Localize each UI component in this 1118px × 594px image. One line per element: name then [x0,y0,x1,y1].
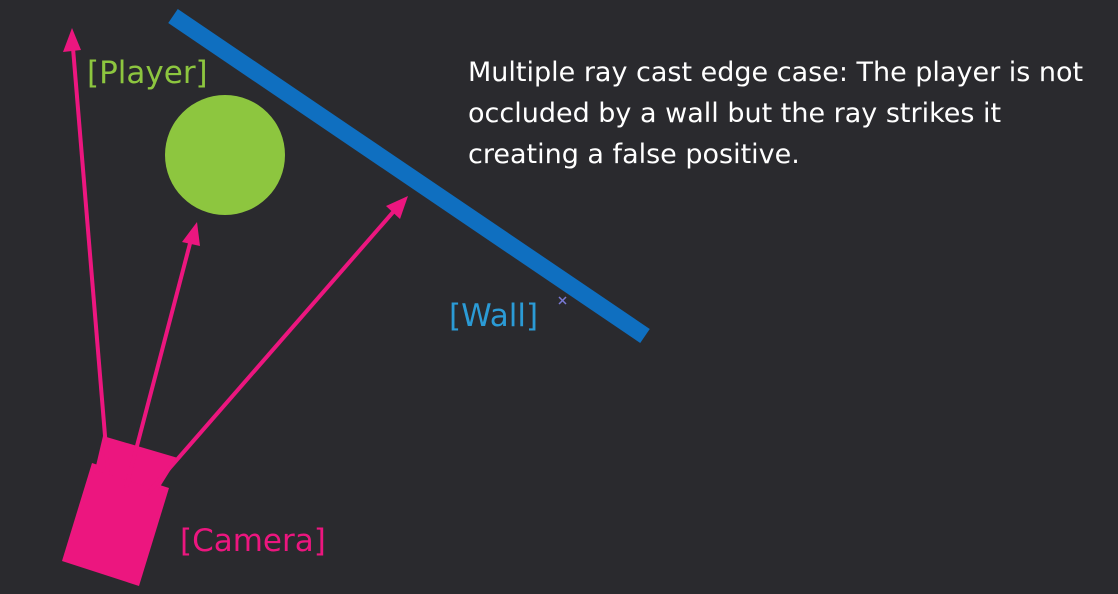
ray-left-arrowhead [63,28,81,52]
camera-lens [95,436,178,490]
player-circle [165,95,285,215]
diagram-caption: Multiple ray cast edge case: The player … [468,57,1084,170]
wall-label: [Wall] [449,298,539,334]
ray-left [70,35,110,473]
ray-right-arrowhead [386,196,408,219]
ray-right [145,201,403,496]
ray-middle-arrowhead [182,222,200,246]
wall-shape [168,8,650,344]
rays [63,28,408,496]
ray-middle [124,231,195,489]
player-label: [Player] [87,55,208,91]
camera-body [62,463,169,586]
camera-label: [Camera] [180,523,326,559]
cross-marker-icon [558,296,567,305]
